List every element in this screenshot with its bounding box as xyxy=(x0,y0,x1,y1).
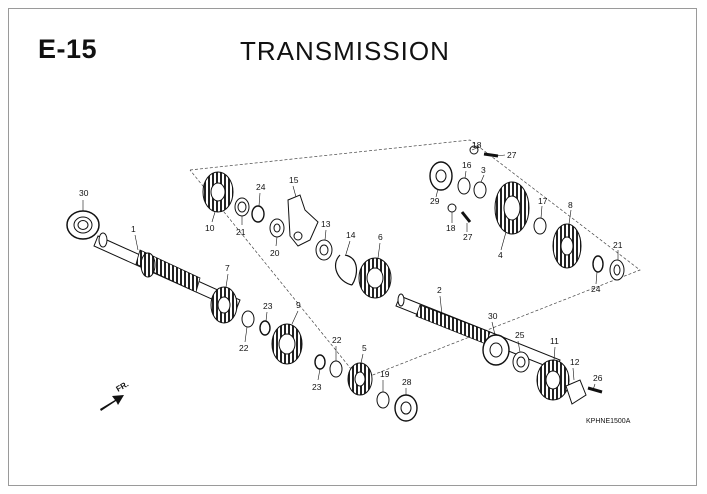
callout-20: 20 xyxy=(270,248,280,258)
countershaft xyxy=(395,293,561,371)
bushing-13 xyxy=(315,239,333,261)
gear-5 xyxy=(347,362,373,396)
bolt-26 xyxy=(587,386,603,394)
callout-24-right: 24 xyxy=(591,284,601,294)
sprocket-11 xyxy=(536,359,570,401)
callout-30-left: 30 xyxy=(79,188,89,198)
collar-16 xyxy=(457,177,471,195)
circlip-23-right xyxy=(314,354,326,370)
callout-19: 19 xyxy=(380,369,390,379)
bearing-29 xyxy=(429,161,453,191)
circlip-24-left xyxy=(251,205,265,223)
washer-22-left xyxy=(241,310,255,328)
gear-10 xyxy=(202,171,234,213)
plate-12 xyxy=(565,379,587,405)
callout-8: 8 xyxy=(568,200,573,210)
front-direction-arrow: FR. xyxy=(100,379,130,411)
gear-8 xyxy=(552,223,582,269)
seal-25 xyxy=(512,351,530,373)
callout-13: 13 xyxy=(321,219,331,229)
callout-1: 1 xyxy=(131,224,136,234)
washer-20 xyxy=(269,218,285,238)
callout-26: 26 xyxy=(593,373,603,383)
callout-6: 6 xyxy=(378,232,383,242)
washer-22-right xyxy=(329,360,343,378)
bearing-28 xyxy=(394,394,418,422)
callout-18-top: 18 xyxy=(472,140,482,150)
callout-9: 9 xyxy=(296,300,301,310)
callout-23-right: 23 xyxy=(312,382,322,392)
gear-9 xyxy=(271,323,303,365)
callout-4: 4 xyxy=(498,250,503,260)
leader-lines xyxy=(82,146,619,395)
callout-21-right: 21 xyxy=(613,240,623,250)
circlip-24-right xyxy=(592,255,604,273)
bushing-3 xyxy=(473,181,487,199)
callout-22-right: 22 xyxy=(332,335,342,345)
assembly-outline xyxy=(189,139,641,381)
bolt-27-top xyxy=(483,152,499,158)
callout-labels: 30 1 10 21 24 15 20 13 14 6 7 22 23 9 23… xyxy=(79,140,623,392)
callout-10: 10 xyxy=(205,223,215,233)
callout-24-left: 24 xyxy=(256,182,266,192)
bearing-30-left xyxy=(66,210,100,240)
callout-17: 17 xyxy=(538,196,548,206)
gear-4 xyxy=(494,181,530,235)
callout-15: 15 xyxy=(289,175,299,185)
callout-18-mid: 18 xyxy=(446,223,456,233)
page-title: TRANSMISSION xyxy=(240,36,450,66)
callout-5: 5 xyxy=(362,343,367,353)
callout-22-left: 22 xyxy=(239,343,249,353)
callout-27-mid: 27 xyxy=(463,232,473,242)
washer-21-left xyxy=(234,197,250,217)
diagram-reference-code: KPHNE1500A xyxy=(586,418,631,425)
callout-21-left: 21 xyxy=(236,227,246,237)
bearing-30-right xyxy=(482,334,510,366)
mainshaft xyxy=(93,232,241,311)
spring-clip-14 xyxy=(335,254,357,286)
callout-27-top: 27 xyxy=(507,150,517,160)
callout-29: 29 xyxy=(430,196,440,206)
callout-12: 12 xyxy=(570,357,580,367)
gear-7 xyxy=(210,286,238,324)
front-direction-label: FR. xyxy=(115,379,131,393)
callout-16: 16 xyxy=(462,160,472,170)
callout-30-right: 30 xyxy=(488,311,498,321)
callout-7: 7 xyxy=(225,263,230,273)
callout-25: 25 xyxy=(515,330,525,340)
bolt-27-mid xyxy=(460,211,472,223)
gear-6 xyxy=(358,257,392,299)
callout-23-left: 23 xyxy=(263,301,273,311)
shift-fork-15 xyxy=(287,194,319,247)
callout-28: 28 xyxy=(402,377,412,387)
callout-2: 2 xyxy=(437,285,442,295)
washer-19 xyxy=(376,391,390,409)
pin-18-mid xyxy=(447,203,457,213)
circlip-23-left xyxy=(259,320,271,336)
page-border xyxy=(8,8,697,486)
callout-3: 3 xyxy=(481,165,486,175)
washer-21-right xyxy=(609,259,625,281)
washer-17 xyxy=(533,217,547,235)
callout-11: 11 xyxy=(550,336,559,346)
section-code: E-15 xyxy=(38,34,98,64)
callout-14: 14 xyxy=(346,230,356,240)
